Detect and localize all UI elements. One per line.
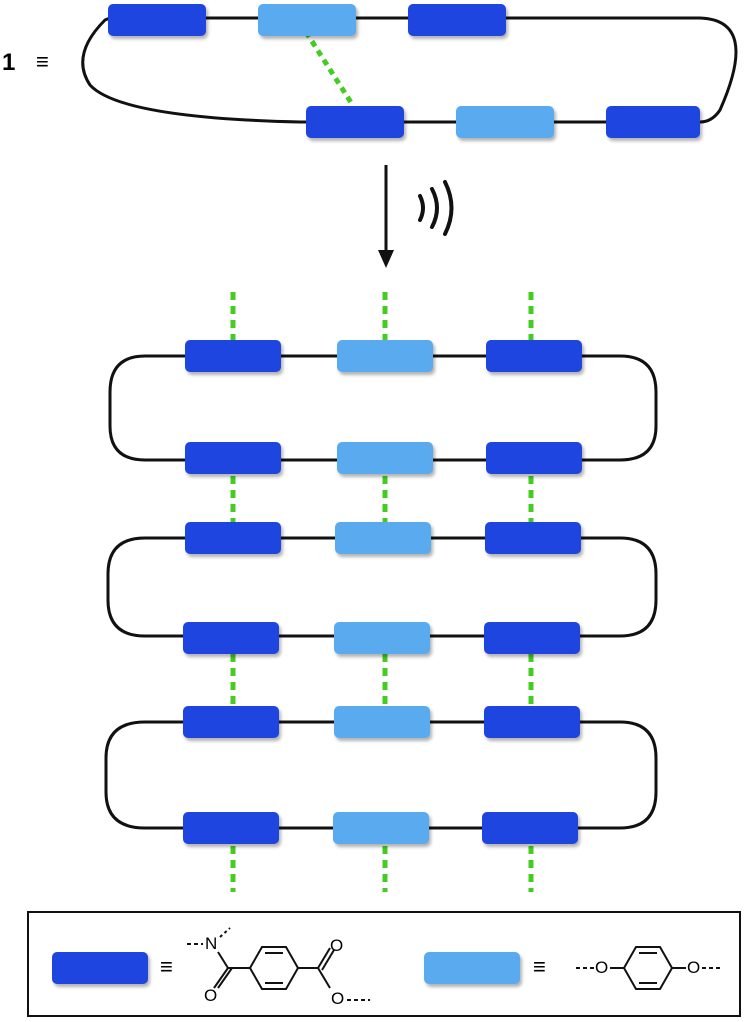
ring1-bottom-block-3 xyxy=(486,442,582,474)
ring1-top-block-3 xyxy=(486,340,582,372)
ultrasound-waves-icon xyxy=(418,180,454,236)
ring1-bottom-block-2 xyxy=(337,442,433,474)
compound-label: 1 xyxy=(2,49,16,76)
top-block-5 xyxy=(456,106,554,138)
legend-dark-block xyxy=(52,952,148,984)
atom-N: N xyxy=(205,934,218,953)
equiv-symbol-top: ≡ xyxy=(36,49,49,74)
ring3-top-block-1 xyxy=(183,706,279,738)
top-macrocycle-chain xyxy=(81,16,738,124)
stack-ring-3 xyxy=(104,720,658,830)
ring3-top-block-2 xyxy=(334,706,430,738)
terephthalamide-structure xyxy=(187,927,370,1001)
top-block-4 xyxy=(306,106,404,138)
top-block-2 xyxy=(258,4,356,36)
atom-O-amide: O xyxy=(204,986,218,1005)
ring2-top-block-3 xyxy=(485,522,581,554)
ring3-top-block-3 xyxy=(484,706,580,738)
atom-O-left: O xyxy=(595,958,609,977)
stack-ring-2 xyxy=(106,536,658,638)
ring2-top-block-1 xyxy=(185,522,281,554)
ring3-bottom-block-2 xyxy=(333,812,429,844)
legend-light-block xyxy=(424,952,520,984)
dioxyphenylene-structure xyxy=(576,946,720,990)
atom-O-ester: O xyxy=(331,989,345,1008)
top-block-3 xyxy=(408,4,506,36)
legend-equiv-light: ≡ xyxy=(533,954,546,979)
top-block-6 xyxy=(606,106,700,138)
atom-O-carbonyl: O xyxy=(330,936,344,955)
ring1-top-block-1 xyxy=(185,340,281,372)
ring2-bottom-block-1 xyxy=(183,622,279,654)
stack-ring-1 xyxy=(108,354,658,462)
ring2-bottom-block-2 xyxy=(334,622,430,654)
reaction-arrow-head xyxy=(378,250,394,268)
legend-equiv-dark: ≡ xyxy=(160,954,173,979)
ring3-bottom-block-1 xyxy=(183,812,279,844)
ring1-bottom-block-1 xyxy=(185,442,281,474)
top-block-1 xyxy=(108,4,206,36)
ring2-top-block-2 xyxy=(335,522,431,554)
intermolecular-hbonds xyxy=(230,292,534,892)
ring1-top-block-2 xyxy=(337,340,433,372)
ring3-bottom-block-3 xyxy=(482,812,578,844)
atom-O-right: O xyxy=(687,958,701,977)
intramolecular-hbond xyxy=(303,30,355,106)
ring2-bottom-block-3 xyxy=(484,622,580,654)
